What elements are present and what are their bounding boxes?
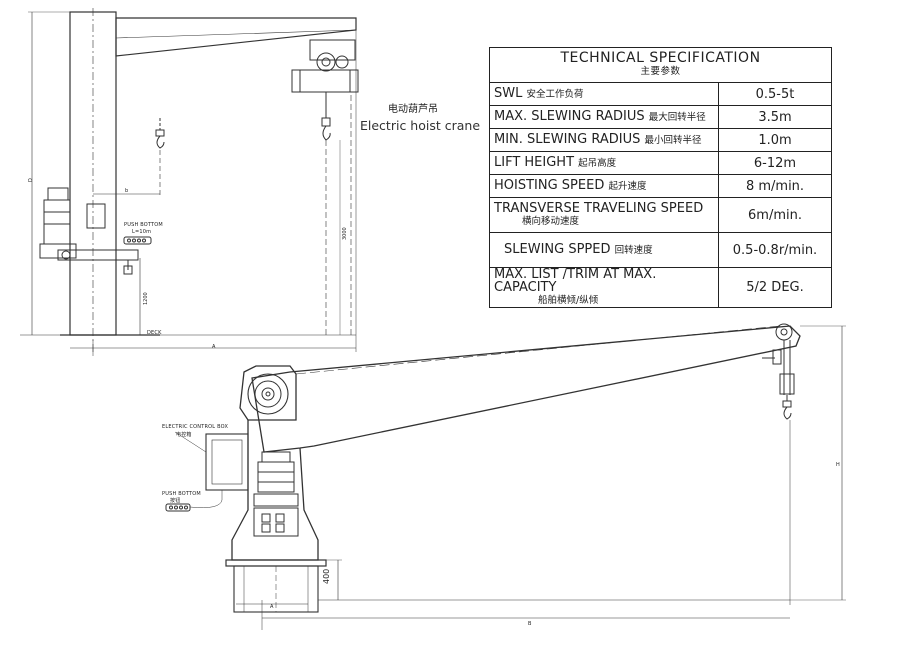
dim-400: 400 (322, 568, 331, 584)
hoist-caption-en: Electric hoist crane (360, 118, 481, 133)
push-button-length: L=10m (132, 229, 152, 235)
spec-label: LIFT HEIGHT (494, 155, 575, 170)
spec-value: 0.5-0.8r/min. (718, 232, 832, 268)
spec-label: TRANSVERSE TRAVELING SPEED (494, 201, 704, 216)
electric-hoist (291, 39, 359, 141)
hoist-caption-zh: 电动葫芦吊 (388, 104, 438, 115)
spec-row: LIFT HEIGHT 起吊高度 6-12m (489, 151, 832, 175)
spec-row: MIN. SLEWING RADIUS 最小回转半径 1.0m (489, 128, 832, 152)
dim-1200: 1200 (143, 292, 149, 305)
spec-label: SLEWING SPPED (504, 242, 611, 257)
control-box-label: ELECTRIC CONTROL BOX (162, 424, 229, 430)
spec-title-cell: TECHNICAL SPECIFICATION 主要参数 (489, 47, 832, 83)
dim-3000: 3000 (342, 227, 348, 240)
slewing-drive (39, 187, 139, 275)
spec-label-zh: 最小回转半径 (644, 135, 702, 146)
boom (251, 325, 801, 453)
spec-header-row: TECHNICAL SPECIFICATION 主要参数 (489, 47, 832, 83)
push-button-label-right: PUSH BOTTOM (162, 491, 201, 497)
dim-d: D (28, 178, 34, 182)
spec-label-zh: 起吊高度 (578, 158, 617, 169)
dim-a-right: A (270, 604, 274, 610)
spec-value: 3.5m (718, 105, 832, 129)
push-button-pendant-left (123, 236, 152, 245)
spec-label: SWL (494, 86, 523, 101)
push-button-label-right-zh: 按钮 (170, 498, 181, 504)
dim-b: b (125, 188, 129, 194)
jib-crane-elevation (20, 8, 359, 356)
spec-value: 6m/min. (718, 197, 832, 233)
spec-value: 8 m/min. (718, 174, 832, 198)
slewing-motor (253, 451, 299, 537)
deck-label: DECK (147, 330, 162, 336)
boom-head (762, 323, 795, 420)
spec-value: 1.0m (718, 128, 832, 152)
push-button-pendant-right (165, 490, 223, 512)
dim-b-right: B (528, 621, 532, 627)
technical-spec-table: TECHNICAL SPECIFICATION 主要参数 SWL 安全工作负荷 … (489, 47, 832, 308)
spec-label: HOISTING SPEED (494, 178, 605, 193)
spec-row: SWL 安全工作负荷 0.5-5t (489, 82, 832, 106)
spec-value: 0.5-5t (718, 82, 832, 106)
control-box-label-zh: 电控箱 (176, 432, 192, 438)
spec-label-zh: 安全工作负荷 (526, 89, 584, 100)
spec-label: MIN. SLEWING RADIUS (494, 132, 641, 147)
electric-control-box (174, 431, 249, 491)
spec-label-zh: 起升速度 (608, 181, 647, 192)
hook-left (155, 118, 165, 196)
spec-row: MAX. SLEWING RADIUS 最大回转半径 3.5m (489, 105, 832, 129)
spec-label: MAX. LIST /TRIM AT MAX. CAPACITY (494, 267, 657, 295)
spec-label: MAX. SLEWING RADIUS (494, 109, 645, 124)
push-button-label-left: PUSH BOTTOM (124, 222, 163, 228)
column-control-box (86, 203, 106, 229)
spec-label-zh: 横向移动速度 (522, 216, 580, 227)
spec-title-zh: 主要参数 (640, 66, 681, 77)
spec-label-zh: 船舶横倾/纵倾 (538, 295, 599, 306)
spec-title: TECHNICAL SPECIFICATION (560, 50, 761, 66)
spec-value: 6-12m (718, 151, 832, 175)
dim-h: H (836, 462, 840, 468)
pedestal (225, 420, 327, 613)
spec-label-zh: 回转速度 (614, 245, 653, 256)
spec-label-zh: 最大回转半径 (648, 112, 706, 123)
spec-value: 5/2 DEG. (718, 267, 832, 308)
dim-a-left: A (212, 344, 216, 350)
boom-crane-elevation (165, 323, 846, 630)
spec-row: HOISTING SPEED 起升速度 8 m/min. (489, 174, 832, 198)
hoist-drum (239, 365, 297, 421)
spec-row: SLEWING SPPED 回转速度 0.5-0.8r/min. (489, 232, 832, 268)
